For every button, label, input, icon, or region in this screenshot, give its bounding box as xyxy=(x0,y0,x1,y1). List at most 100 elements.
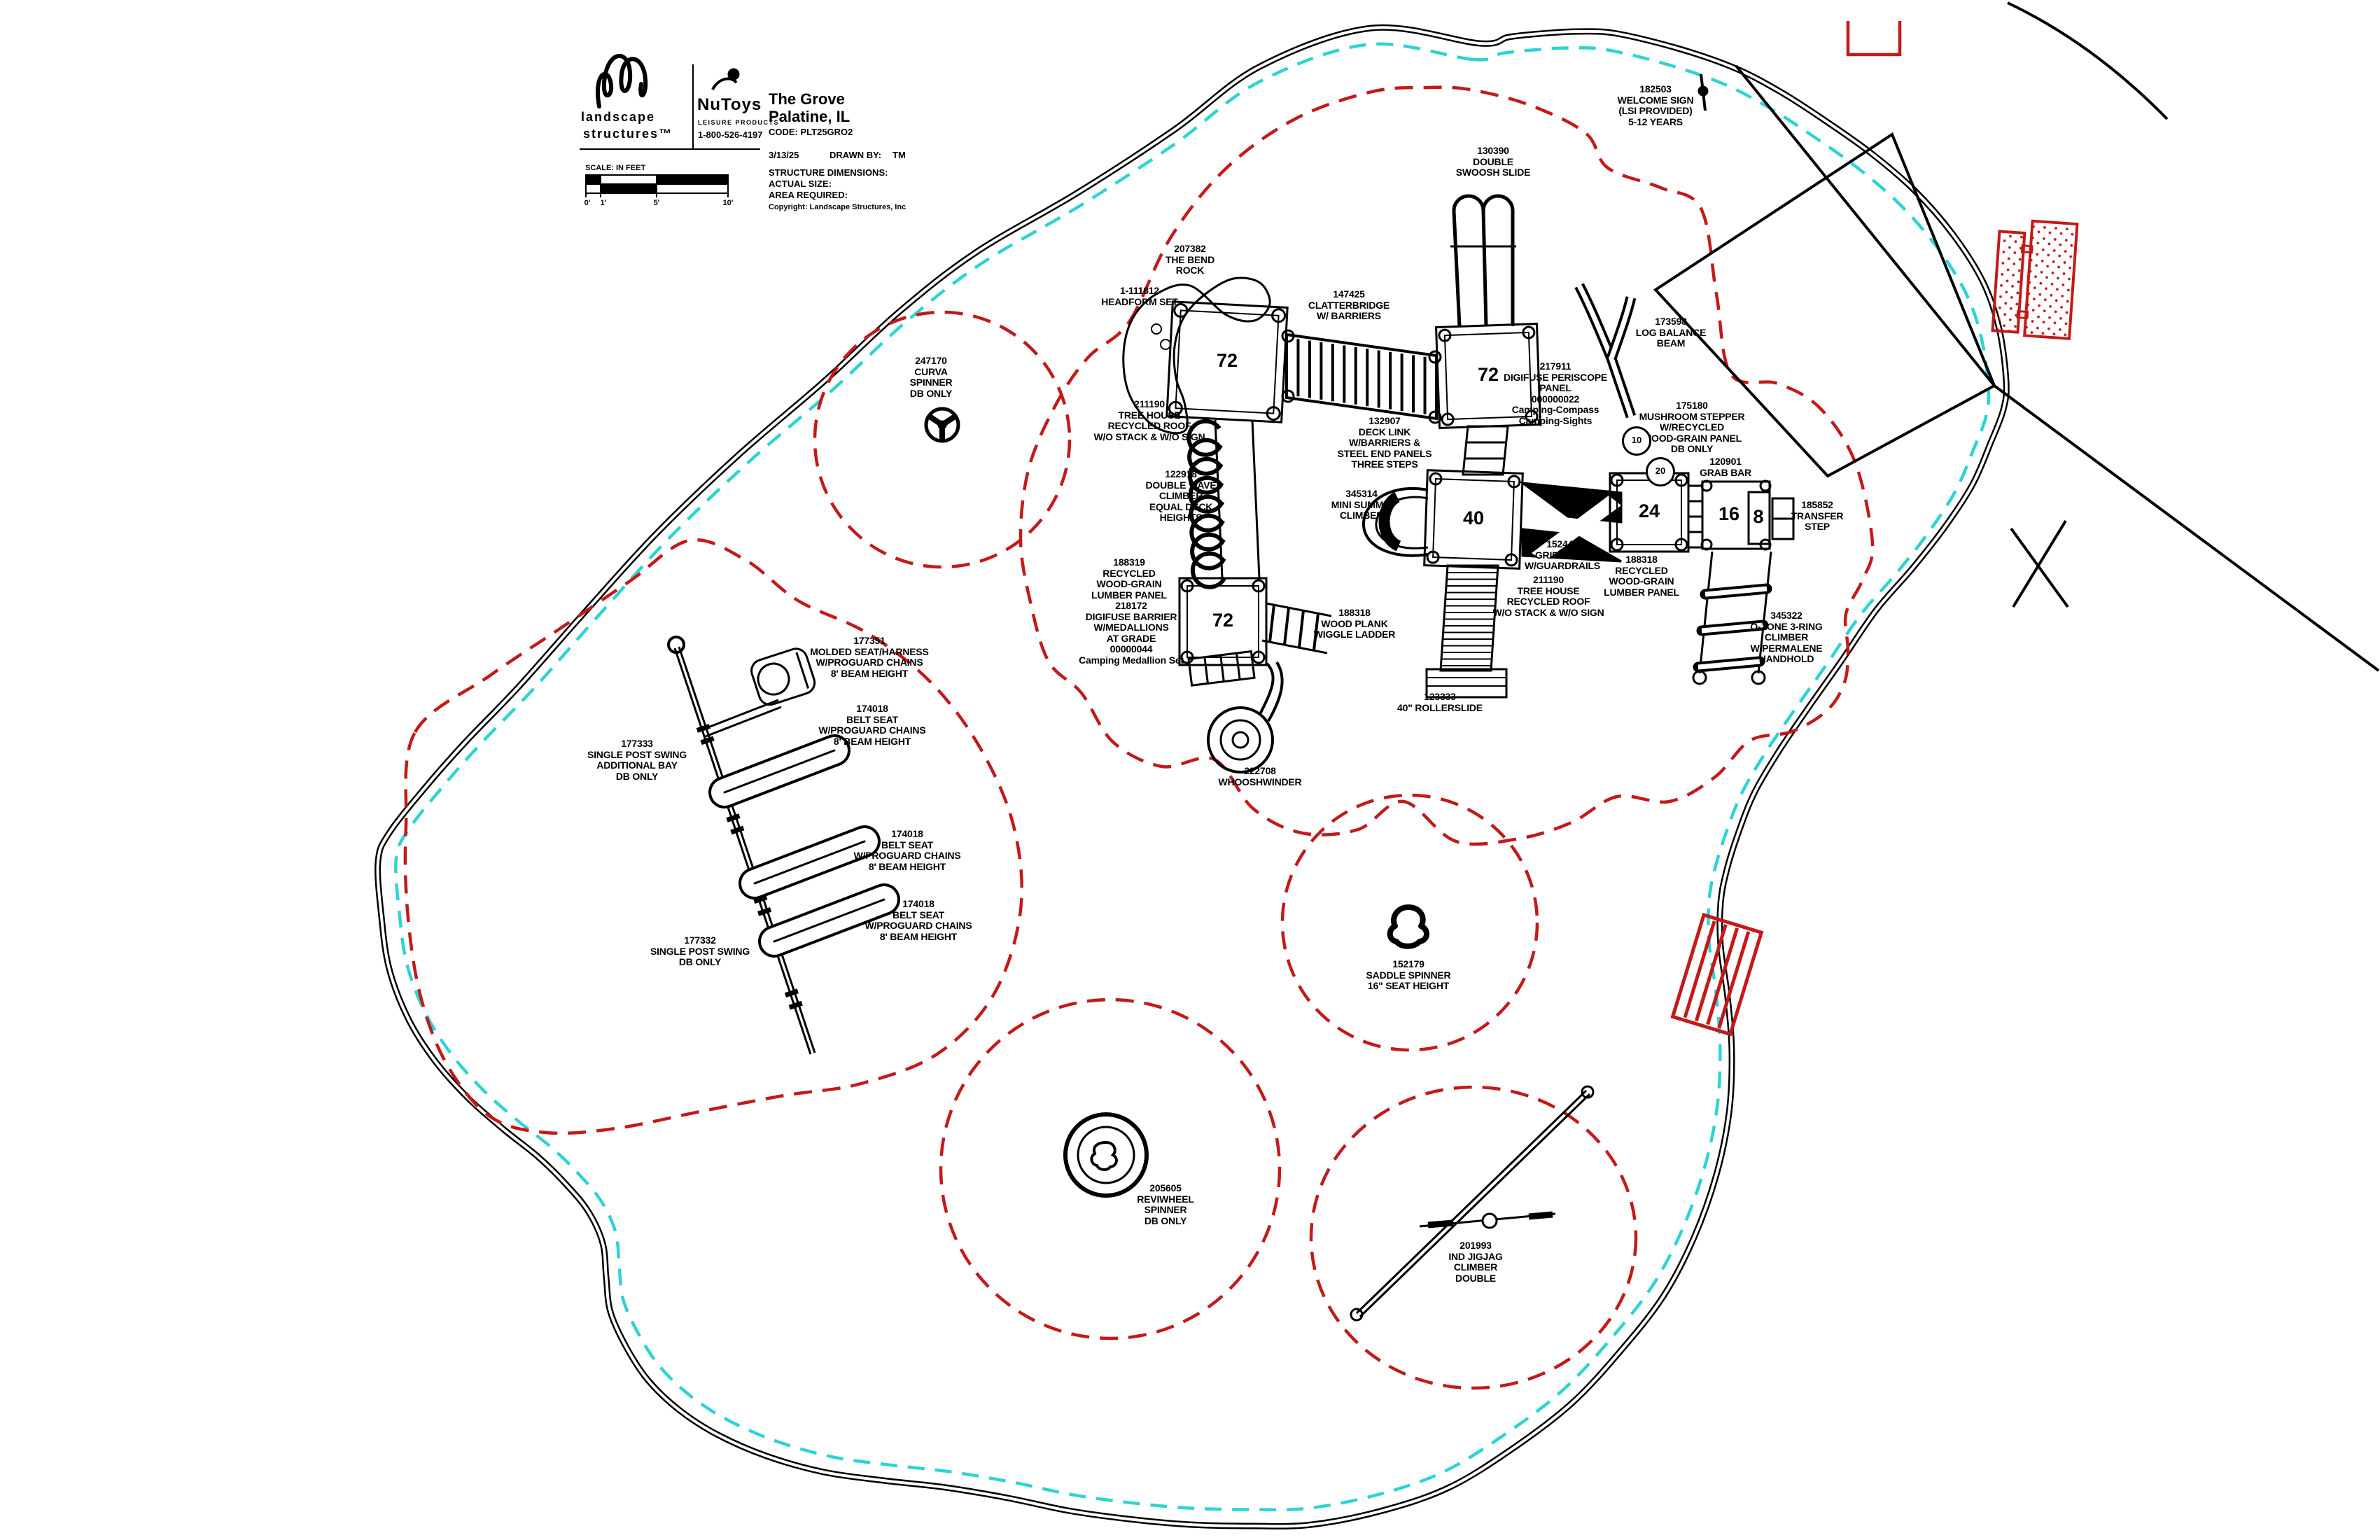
scale-bar xyxy=(585,174,729,197)
headform-marker xyxy=(1160,339,1171,350)
scale-label: SCALE: IN FEET xyxy=(585,164,646,172)
deck-number-deck-40: 40 xyxy=(1462,507,1485,528)
double-wave-climber-shape xyxy=(1186,419,1261,589)
vendor2-name: NuToys xyxy=(697,95,762,114)
o-zone-climber-shape xyxy=(1692,551,1772,685)
drawn-by-label: DRAWN BY: xyxy=(830,150,882,160)
scale-tick-10: 10' xyxy=(722,199,734,207)
vendor2-phone: 1-800-526-4197 xyxy=(698,130,763,140)
project-city: Palatine, IL xyxy=(769,108,850,125)
play-structure xyxy=(667,74,1795,1322)
log-balance-beam-shape xyxy=(1574,283,1637,419)
mini-summit-shape xyxy=(1362,486,1429,557)
deck-number-deck-24: 24 xyxy=(1638,500,1660,522)
deck-72-lower-shape xyxy=(1178,577,1268,666)
grid-walk-shape xyxy=(1518,481,1623,563)
playground-border xyxy=(374,24,2010,1530)
deck-72-upper-shape xyxy=(1166,300,1289,424)
whooshwinder-shape xyxy=(1207,661,1284,774)
stepper-circle-stepper-10: 10 xyxy=(1622,426,1651,456)
molded-bucket xyxy=(750,648,816,706)
drawn-by-value: TM xyxy=(892,150,906,160)
picnic-table xyxy=(1991,219,2079,340)
swing-structure-shape xyxy=(667,636,900,1055)
welcome-sign-shape xyxy=(1698,74,1709,111)
reviwheel-spinner-icon xyxy=(1063,1112,1149,1198)
use-zone-reviwheel xyxy=(939,997,1282,1340)
drawing-date: 3/13/25 xyxy=(769,150,799,160)
scale-tick-0: 0' xyxy=(584,199,591,207)
deck-link-shape xyxy=(1462,425,1509,476)
bend-rock-shape xyxy=(1122,276,1271,435)
deck-number-deck-72-right: 72 xyxy=(1477,364,1499,385)
deck-8-shape xyxy=(1747,491,1795,545)
use-zone-curva xyxy=(813,310,1072,569)
double-swoosh-slide-shape xyxy=(1450,194,1516,327)
copyright-note: Copyright: Landscape Structures, Inc xyxy=(769,203,906,211)
clatterbridge-shape xyxy=(1281,329,1442,424)
deck-number-deck-8: 8 xyxy=(1753,506,1764,527)
vendor1-name-line2: structures™ xyxy=(583,127,673,141)
jigjag-climber-shape xyxy=(1350,1085,1595,1322)
use-zones xyxy=(403,85,1875,1390)
field-area-required: AREA REQUIRED: xyxy=(769,190,848,200)
deck-number-deck-16: 16 xyxy=(1718,503,1740,524)
bench-slatted xyxy=(1670,912,1764,1037)
vendor1-name-line1: landscape xyxy=(581,110,656,124)
deck-number-deck-72-upper: 72 xyxy=(1216,350,1238,371)
field-actual-size: ACTUAL SIZE: xyxy=(769,178,832,189)
deck-40-shape xyxy=(1423,469,1524,570)
scale-tick-5: 5' xyxy=(653,199,660,207)
headform-marker xyxy=(1151,323,1162,335)
use-zone-saddle xyxy=(1280,793,1539,1052)
nutoys-rider-head xyxy=(727,68,740,80)
wiggle-ladder-shape xyxy=(1261,602,1332,654)
title-block-graphics xyxy=(580,53,760,197)
use-zone-jigjag xyxy=(1309,1085,1638,1390)
stepper-circle-stepper-20: 20 xyxy=(1646,457,1675,486)
red-furnishings xyxy=(1670,21,2079,1037)
project-name: The Grove xyxy=(769,90,845,108)
rollerslide-shape xyxy=(1425,564,1508,699)
curva-spinner-icon xyxy=(924,407,960,443)
bench-outline-top xyxy=(1846,21,1902,57)
deck-number-deck-72-lower: 72 xyxy=(1212,610,1234,631)
nutoys-rider-glyph xyxy=(711,77,738,91)
field-structure-dimensions: STRUCTURE DIMENSIONS: xyxy=(769,167,888,178)
barrier-slats-shape xyxy=(1187,650,1256,687)
landscape-structures-logo-squiggle xyxy=(596,53,648,108)
